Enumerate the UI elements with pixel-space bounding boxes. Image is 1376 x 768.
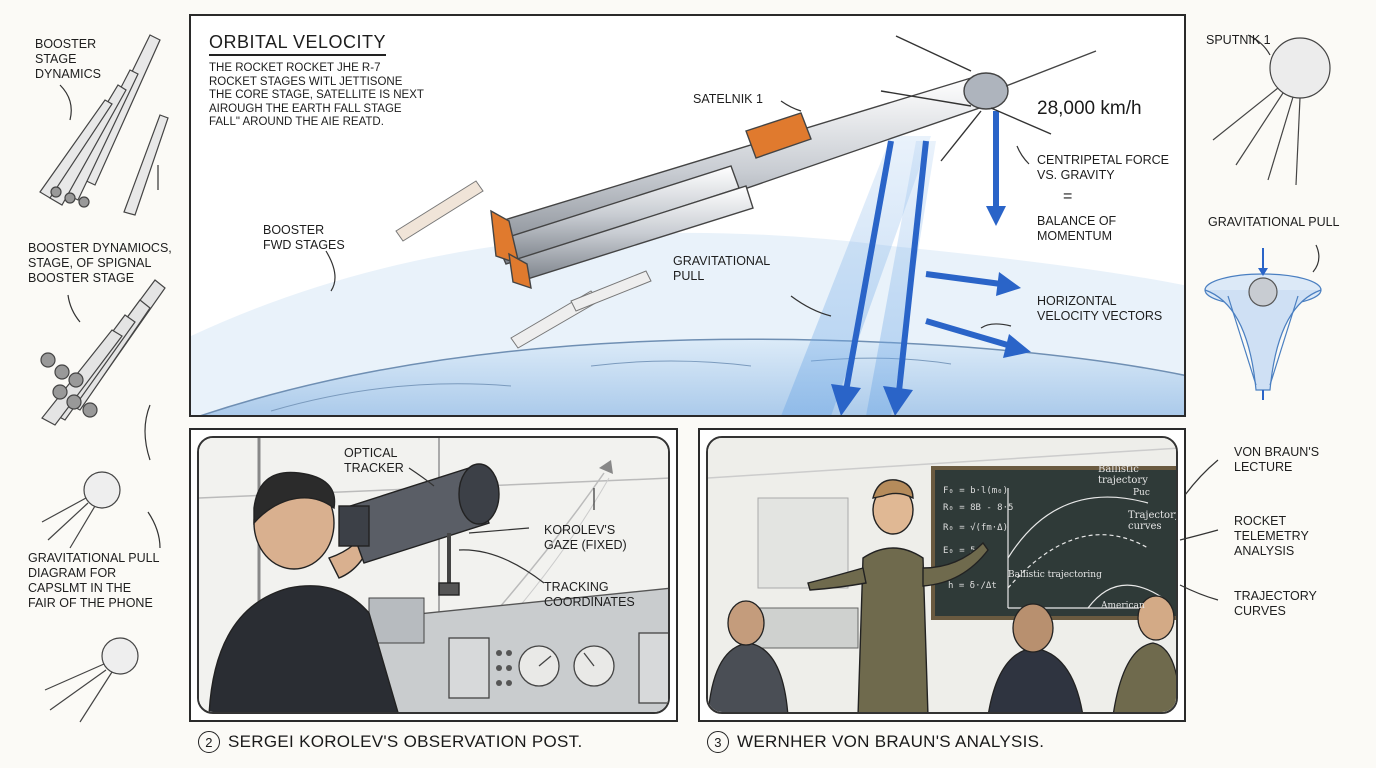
equals-sign: = [1063,188,1073,205]
chalk-formulas: F₀ = b·l(m₀) R₀ = 8B - 8·5 R₀ = √(fm·Δ) … [943,486,1013,591]
korolev-illustration [199,438,668,712]
audience-figures [708,595,1176,712]
korolev-figure [208,471,399,712]
von-braun-caption: 3 WERNHER VON BRAUN'S ANALYSIS. [707,731,1044,753]
panel-number-2: 2 [198,731,220,753]
svg-text:h = δ·/Δt: h = δ·/Δt [948,581,997,591]
booster-stage-dynamics-label: BOOSTER STAGE DYNAMICS [35,37,101,81]
optical-tracker-label: OPTICAL TRACKER [344,446,404,475]
satelnik-label: SATELNIK 1 [693,92,763,106]
trajectory-curves-label: TRAJECTORY CURVES [1234,589,1317,618]
svg-text:R₀ = 8B - 8·5: R₀ = 8B - 8·5 [943,503,1013,513]
orbital-velocity-title: ORBITAL VELOCITY [209,32,387,56]
balance-of-momentum-label: BALANCE OF MOMENTUM [1037,214,1117,243]
speed-label: 28,000 km/h [1037,98,1142,119]
von-braun-scene: F₀ = b·l(m₀) R₀ = 8B - 8·5 R₀ = √(fm·Δ) … [706,436,1178,714]
panel-number-3: 3 [707,731,729,753]
right-column-sketches [1204,34,1331,400]
tracking-coordinates-label: TRACKING COORDINATES [544,580,635,609]
board-american: American [1101,601,1145,611]
board-subtitle: Trajectory curves [1128,510,1178,532]
rocket-telemetry-label: ROCKET TELEMETRY ANALYSIS [1234,514,1309,558]
console-gauges [448,632,668,704]
gravity-arrows [831,111,1006,415]
horizontal-velocity-label: HORIZONTAL VELOCITY VECTORS [1037,294,1163,323]
booster-stage-sketch-middle [40,279,166,426]
von-braun-caption-text: WERNHER VON BRAUN'S ANALYSIS. [737,732,1045,751]
right-pointer-lines [1179,459,1219,601]
svg-text:R₀ = √(fm·Δ): R₀ = √(fm·Δ) [943,522,1008,533]
booster-fwd-stages-label: BOOSTER FWD STAGES [263,223,345,252]
korolev-caption-text: SERGEI KOROLEV'S OBSERVATION POST. [228,732,583,751]
korolev-gaze-label: KOROLEV'S GAZE (FIXED) [544,523,627,552]
sputnik-label: SPUTNIK 1 [1206,33,1271,47]
right-column: SPUTNIK 1 GRAVITATIONAL PULL VON BRAUN'S… [1188,0,1376,768]
von-braun-illustration: F₀ = b·l(m₀) R₀ = 8B - 8·5 R₀ = √(fm·Δ) … [708,438,1176,712]
centripetal-force-label: CENTRIPETAL FORCE vs. GRAVITY [1037,153,1169,182]
board-ballistic: Ballistic trajectoring [1008,570,1102,580]
sputnik-sketch-right [1212,37,1331,186]
booster-stage-sketch-top [39,34,169,216]
von-braun-lecture-label: VON BRAUN'S LECTURE [1234,445,1320,474]
korolev-caption: 2 SERGEI KOROLEV'S OBSERVATION POST. [198,731,582,753]
gravity-well-sketch [1204,273,1322,391]
orbital-velocity-description: THE ROCKET ROCKET JHE R-7 ROCKET STAGES … [209,62,424,128]
left-column: BOOSTER STAGE DYNAMICS BOOSTER DYNAMIOCS… [0,0,185,768]
orbital-velocity-panel: ORBITAL VELOCITY THE ROCKET ROCKET JHE R… [189,14,1186,417]
von-braun-figure [807,479,989,712]
gravitational-pull-right-label: GRAVITATIONAL PULL [1208,215,1340,229]
sputnik-sketch-1 [41,471,121,549]
gravitational-pull-label: GRAVITATIONAL PULL [673,254,771,283]
svg-text:F₀ = b·l(m₀): F₀ = b·l(m₀) [943,486,1008,496]
orbital-velocity-illustration [191,35,1184,415]
board-title: Ballistic trajectory [1098,464,1148,486]
console-buttons [496,650,512,686]
left-column-sketches [39,34,169,723]
sputnik-sketch-2 [44,637,139,723]
booster-dynamics-label: BOOSTER DYNAMIOCS, STAGE, OF SPIGNAL BOO… [28,241,172,285]
velocity-arrows [925,271,1031,358]
korolev-scene: OPTICAL TRACKER KOROLEV'S GAZE (FIXED) T… [197,436,670,714]
blackboard [931,466,1176,620]
korolev-observation-panel: OPTICAL TRACKER KOROLEV'S GAZE (FIXED) T… [189,428,678,722]
gravitational-pull-diagram-label: GRAVITATIONAL PULL DIAGRAM FOR CAPSLMT I… [28,551,160,610]
r7-rocket [490,35,1097,290]
jettisoned-boosters [395,180,652,349]
board-puc: Puc [1133,488,1150,498]
svg-text:E₀ = 5: E₀ = 5 [943,546,976,556]
von-braun-analysis-panel: F₀ = b·l(m₀) R₀ = 8B - 8·5 R₀ = √(fm·Δ) … [698,428,1186,722]
optical-tracker-telescope [338,463,500,596]
